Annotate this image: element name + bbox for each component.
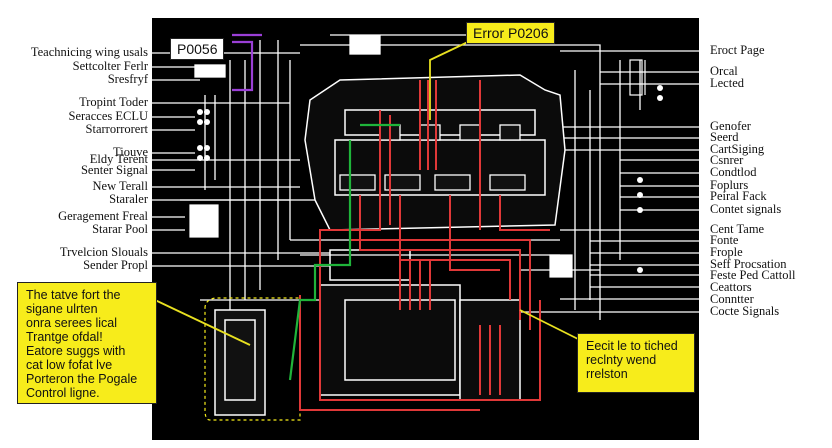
left-label: Starrorrorert [85, 122, 148, 136]
callout-right: Eecit le to tiched reclnty wend rrelston [577, 333, 695, 393]
callout-line: onra serees lical [26, 316, 118, 330]
green-wires [288, 123, 400, 381]
right-label: Condtlod [710, 165, 757, 179]
sensor-icon-right [549, 254, 573, 278]
white-wires [180, 34, 641, 330]
relay-icon-top [194, 35, 381, 78]
sensor-clusters [197, 85, 663, 273]
left-label: Starar Pool [92, 222, 148, 236]
right-label: Feste Ped Cattoll [710, 268, 796, 282]
purple-wires [232, 33, 262, 92]
right-top-connectors [629, 59, 646, 96]
left-label: Settcolter Ferlr [72, 59, 148, 73]
left-label: Seracces ECLU [68, 109, 148, 123]
right-label: Cent Tame [710, 222, 765, 236]
right-label: Contet signals [710, 202, 782, 216]
right-label: CartSiging [710, 142, 765, 156]
right-label: Orcal [710, 64, 738, 78]
right-label: Eroct Page [710, 43, 765, 57]
callout-line: rrelston [586, 367, 628, 381]
callout-line: Eatore suggs with [26, 344, 126, 358]
right-label: Seff Procsation [710, 257, 787, 271]
callout-line: reclnty wend [586, 353, 657, 367]
connector-block-left [189, 204, 219, 238]
right-label: Cocte Signals [710, 304, 780, 318]
left-label: Trvelcion Slouals [59, 245, 148, 259]
left-label: Senter Signal [80, 163, 148, 177]
callout-line: Trantge ofdal! [26, 330, 103, 344]
right-label: Conntter [710, 292, 754, 306]
callout-line: Control ligne. [26, 386, 100, 400]
right-label: Ceattors [710, 280, 752, 294]
left-label: Sender Propl [83, 258, 148, 272]
right-label: Lected [710, 76, 745, 90]
callout-line: Eecit le to tiched [586, 339, 678, 353]
right-label: Csnrer [710, 153, 744, 167]
error-code-box: Error P0206 [466, 22, 556, 44]
left-label: Teachnicing wing usals [30, 45, 148, 59]
ecu-module [214, 309, 266, 416]
right-label: Foplurs [710, 178, 749, 192]
right-label: Fonte [710, 233, 739, 247]
callout-line: sigane ulrten [26, 302, 98, 316]
left-label: Tropint Toder [79, 95, 148, 109]
right-label: Seerd [710, 130, 739, 144]
code-box: P0056 [170, 38, 225, 60]
callout-line: Porteron the Pogale [26, 372, 138, 386]
left-label: New Terall [92, 179, 148, 193]
left-label: Eldy Terent [89, 152, 148, 166]
left-label: Geragement Freal [58, 209, 148, 223]
right-leader-lines [520, 50, 705, 313]
left-label: Tiouve [113, 145, 148, 159]
callout-line: The tatve fort the [26, 288, 121, 302]
left-label: Staraler [109, 192, 148, 206]
ecu-dashed-outline [204, 297, 301, 421]
right-label: Peiral Fack [710, 189, 767, 203]
left-label: Sresfryf [107, 72, 148, 86]
right-label: Genofer [710, 119, 751, 133]
callout-line: cat low fofat lve [26, 358, 113, 372]
callout-left: The tatve fort the sigane ulrten onra se… [17, 282, 157, 404]
right-label: Frople [710, 245, 743, 259]
